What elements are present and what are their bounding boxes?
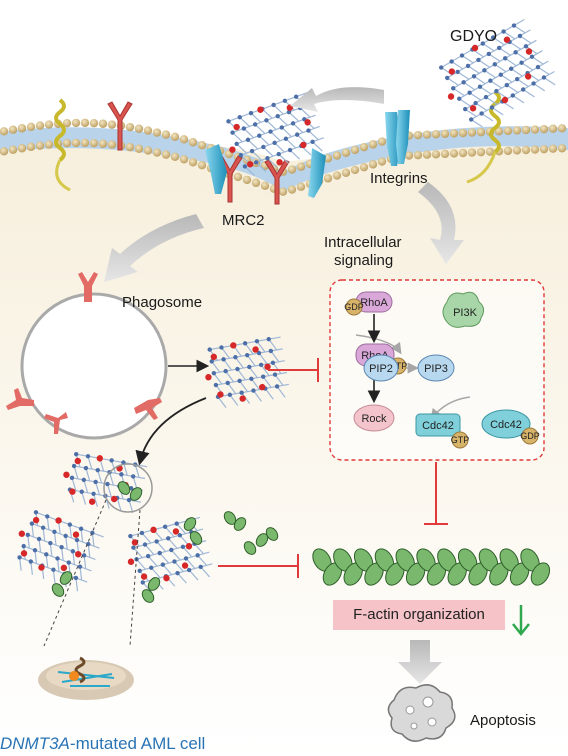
intracellular-label: Intracellular (324, 234, 402, 251)
gene-name: DNMT3A (0, 734, 70, 753)
uptake-arrow (290, 87, 384, 112)
signaling-label: signaling (334, 252, 394, 269)
docking-inset (38, 656, 134, 700)
apoptosis-label: Apoptosis (470, 712, 536, 729)
cdc42-gdp-node: Cdc42 GDP (481, 409, 540, 445)
zoom-circle (103, 463, 153, 513)
cell-type-label: DNMT3A-mutated AML cell (0, 734, 205, 754)
pi3k-node: PI3K (442, 291, 485, 328)
inhibit-gdyo-signaling (268, 358, 319, 382)
pip3-label: PIP3 (424, 363, 448, 375)
mrc2-label: MRC2 (222, 212, 265, 229)
integrins-label: Integrins (370, 170, 428, 187)
arrow-to-apoptosis (398, 640, 442, 684)
f-actin-organization-box: F-actin organization (333, 600, 505, 630)
zoom-line-right (129, 509, 141, 647)
decrease-arrow (512, 605, 530, 637)
cdc42-left-label: Cdc42 (422, 420, 454, 432)
pip2-node: PIP2 (363, 354, 399, 382)
phagosome-label: Phagosome (122, 294, 203, 311)
pip3-node: PIP3 (417, 354, 455, 382)
integrin-receptor (205, 110, 410, 198)
pi3k-label: PI3K (453, 307, 478, 319)
gdp-2-label: GDP (520, 431, 540, 441)
rhoa-gdp-node: RhoA GDP (344, 291, 393, 316)
arrow-to-binding (135, 397, 207, 466)
rock-label: Rock (361, 413, 387, 425)
actin-monomers (51, 481, 279, 603)
rhoa-top-label: RhoA (360, 297, 388, 309)
f-actin-filament (312, 548, 551, 586)
gdp-1-label: GDP (344, 302, 364, 312)
zoom-line-left (43, 499, 107, 647)
phagosome (20, 292, 168, 440)
gtp-2-label: GTP (451, 435, 470, 445)
transmembrane-protein-right (466, 90, 501, 184)
f-actin-organization-label: F-actin organization (353, 606, 485, 623)
cdc42-right-label: Cdc42 (490, 419, 522, 431)
apoptotic-cell (387, 684, 456, 742)
gdyo-label: GDYO (450, 28, 498, 45)
cell-type-rest: -mutated AML cell (69, 734, 206, 753)
transmembrane-protein-left (54, 98, 71, 192)
inhibit-binding-actin (218, 554, 299, 578)
arrow-to-phagosome (104, 214, 204, 282)
pip2-label: PIP2 (369, 363, 393, 375)
cdc42-gtp-node: Cdc42 GTP (415, 413, 470, 449)
inhibit-signaling-actin (424, 462, 448, 525)
phagosome-receptors (6, 272, 162, 434)
arrow-to-signaling (418, 182, 464, 264)
rock-node: Rock (353, 404, 395, 432)
